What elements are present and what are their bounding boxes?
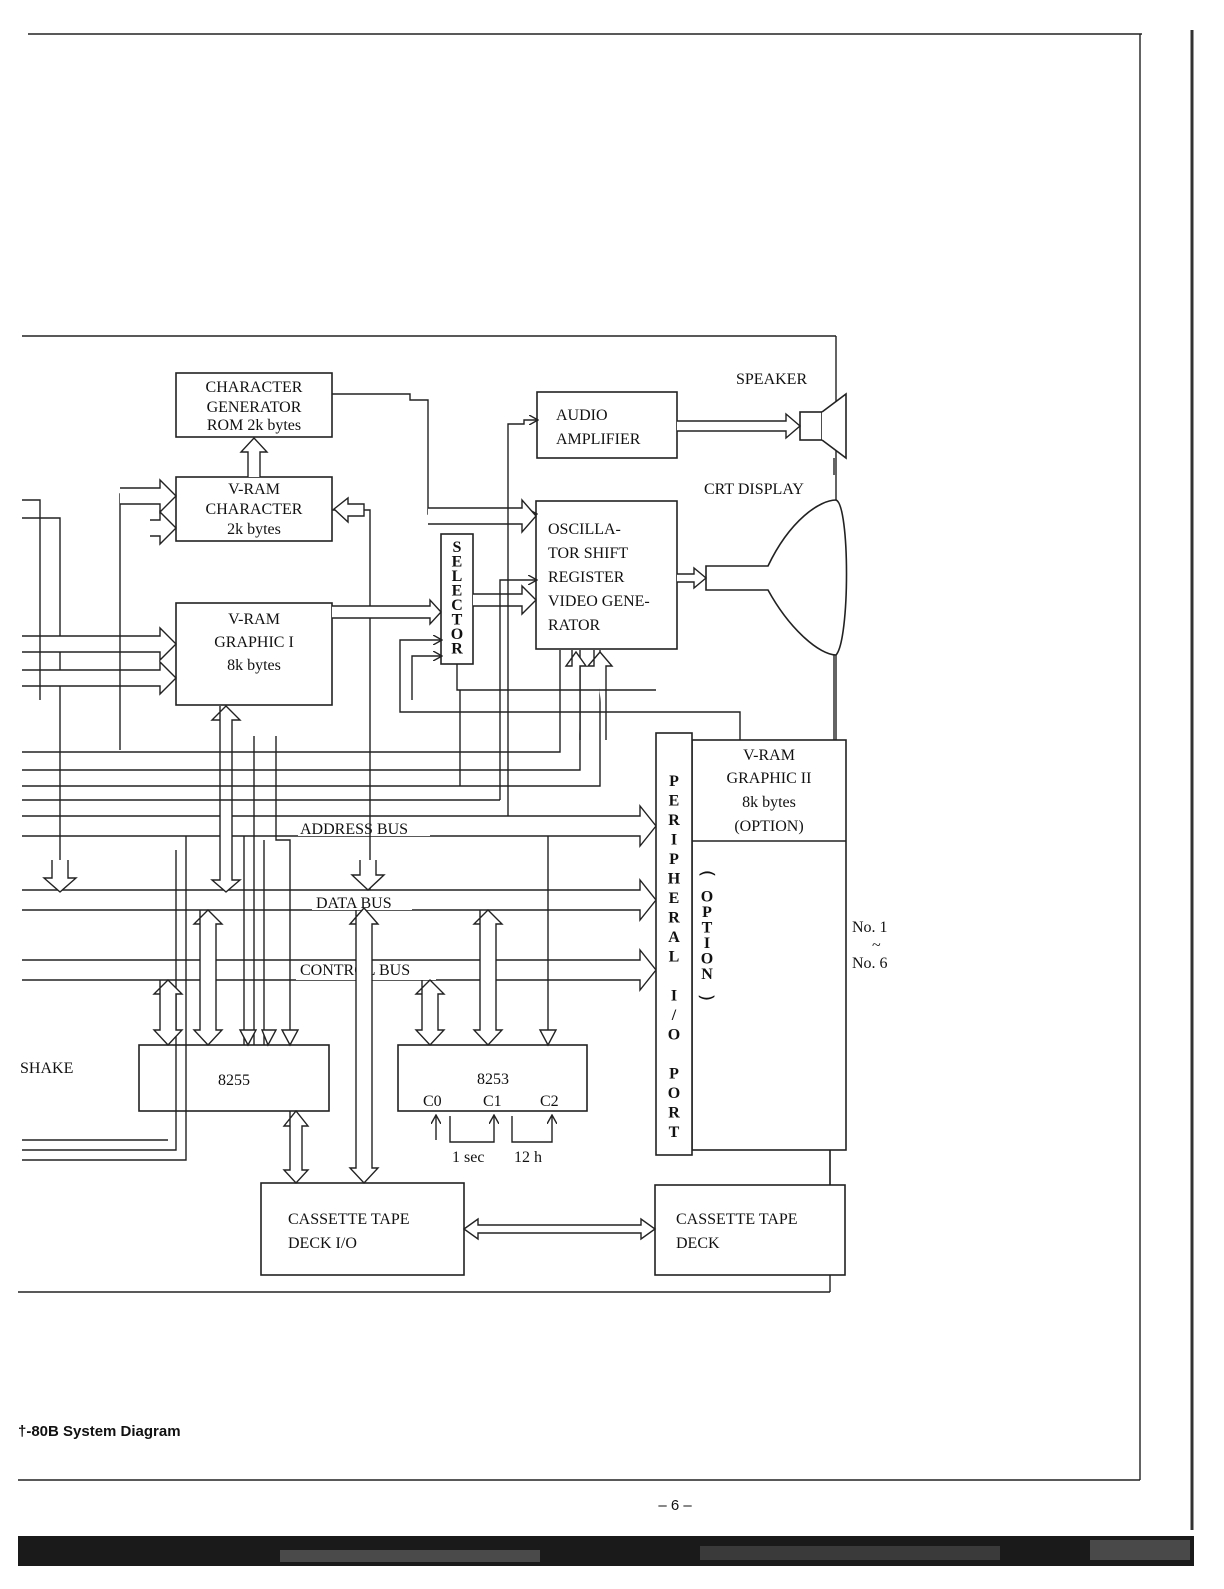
vram-graphic-1-box: V-RAM GRAPHIC I 8k bytes (175, 602, 333, 706)
svg-text:DECK: DECK (676, 1235, 720, 1252)
svg-text:GRAPHIC II: GRAPHIC II (727, 770, 812, 787)
svg-text:8253: 8253 (477, 1071, 509, 1088)
scan-noise-bar (18, 1536, 1194, 1566)
range-tilde: ~ (872, 937, 881, 954)
svg-text:TOR SHIFT: TOR SHIFT (548, 545, 628, 562)
chip-8253-box: 8253 C0 C1 C2 (397, 1044, 588, 1112)
svg-text:V-RAM: V-RAM (228, 481, 280, 498)
svg-text:CASSETTE TAPE: CASSETTE TAPE (288, 1211, 410, 1228)
connection-lines (22, 393, 831, 1241)
svg-text:C1: C1 (483, 1093, 502, 1110)
no-1-label: No. 1 (852, 919, 888, 936)
svg-text:CASSETTE TAPE: CASSETTE TAPE (676, 1211, 798, 1228)
crt-display-icon (705, 499, 848, 740)
svg-text:VIDEO GENE-: VIDEO GENE- (548, 593, 650, 610)
svg-text:C2: C2 (540, 1093, 559, 1110)
cassette-tape-io-box: CASSETTE TAPE DECK I/O (260, 1182, 465, 1276)
svg-text:(OPTION): (OPTION) (734, 818, 803, 835)
svg-text:RATOR: RATOR (548, 617, 600, 634)
svg-text:DECK I/O: DECK I/O (288, 1235, 357, 1252)
address-bus-label: ADDRESS BUS (300, 821, 408, 838)
svg-text:CHARACTER: CHARACTER (206, 379, 303, 396)
figure-caption: †-80B System Diagram (18, 1423, 181, 1440)
svg-text:2k bytes: 2k bytes (227, 521, 281, 538)
svg-text:CHARACTER: CHARACTER (206, 501, 303, 518)
svg-text:8k bytes: 8k bytes (742, 794, 796, 811)
svg-text:C0: C0 (423, 1093, 442, 1110)
svg-text:8255: 8255 (218, 1072, 250, 1089)
handshake-label: SHAKE (20, 1060, 73, 1077)
audio-amplifier-box: AUDIO AMPLIFIER (536, 391, 678, 459)
svg-text:8k bytes: 8k bytes (227, 657, 281, 674)
svg-text:REGISTER: REGISTER (548, 569, 625, 586)
svg-text:AUDIO: AUDIO (556, 407, 608, 424)
svg-text:AMPLIFIER: AMPLIFIER (556, 431, 641, 448)
page-frame (18, 30, 1194, 1530)
svg-text:⏜OPTION⏝: ⏜OPTION⏝ (698, 870, 715, 1001)
svg-text:V-RAM: V-RAM (743, 747, 795, 764)
page-number: – 6 – (658, 1497, 692, 1514)
svg-text:ROM 2k bytes: ROM 2k bytes (207, 417, 301, 434)
speaker-icon (799, 392, 847, 475)
vram-graphic-2-box: V-RAM GRAPHIC II 8k bytes (OPTION) (691, 739, 847, 1151)
one-sec-label: 1 sec (452, 1149, 484, 1166)
svg-text:V-RAM: V-RAM (228, 611, 280, 628)
cassette-tape-deck-box: CASSETTE TAPE DECK (654, 1184, 846, 1276)
control-bus-label: CONTROL BUS (300, 962, 410, 979)
data-bus-label: DATA BUS (316, 895, 392, 912)
svg-text:GRAPHIC I: GRAPHIC I (214, 634, 294, 651)
crt-display-label: CRT DISPLAY (704, 481, 804, 498)
svg-text:GENERATOR: GENERATOR (207, 399, 302, 416)
svg-text:OSCILLA-: OSCILLA- (548, 521, 621, 538)
speaker-label: SPEAKER (736, 371, 807, 388)
chip-8255-box: 8255 (138, 1044, 330, 1112)
no-6-label: No. 6 (852, 955, 888, 972)
vram-character-box: V-RAM CHARACTER 2k bytes (175, 476, 333, 542)
twelve-h-label: 12 h (514, 1149, 542, 1166)
oscillator-video-generator-box: OSCILLA- TOR SHIFT REGISTER VIDEO GENE- … (535, 500, 678, 650)
character-generator-rom-box: CHARACTER GENERATOR ROM 2k bytes (175, 372, 333, 438)
